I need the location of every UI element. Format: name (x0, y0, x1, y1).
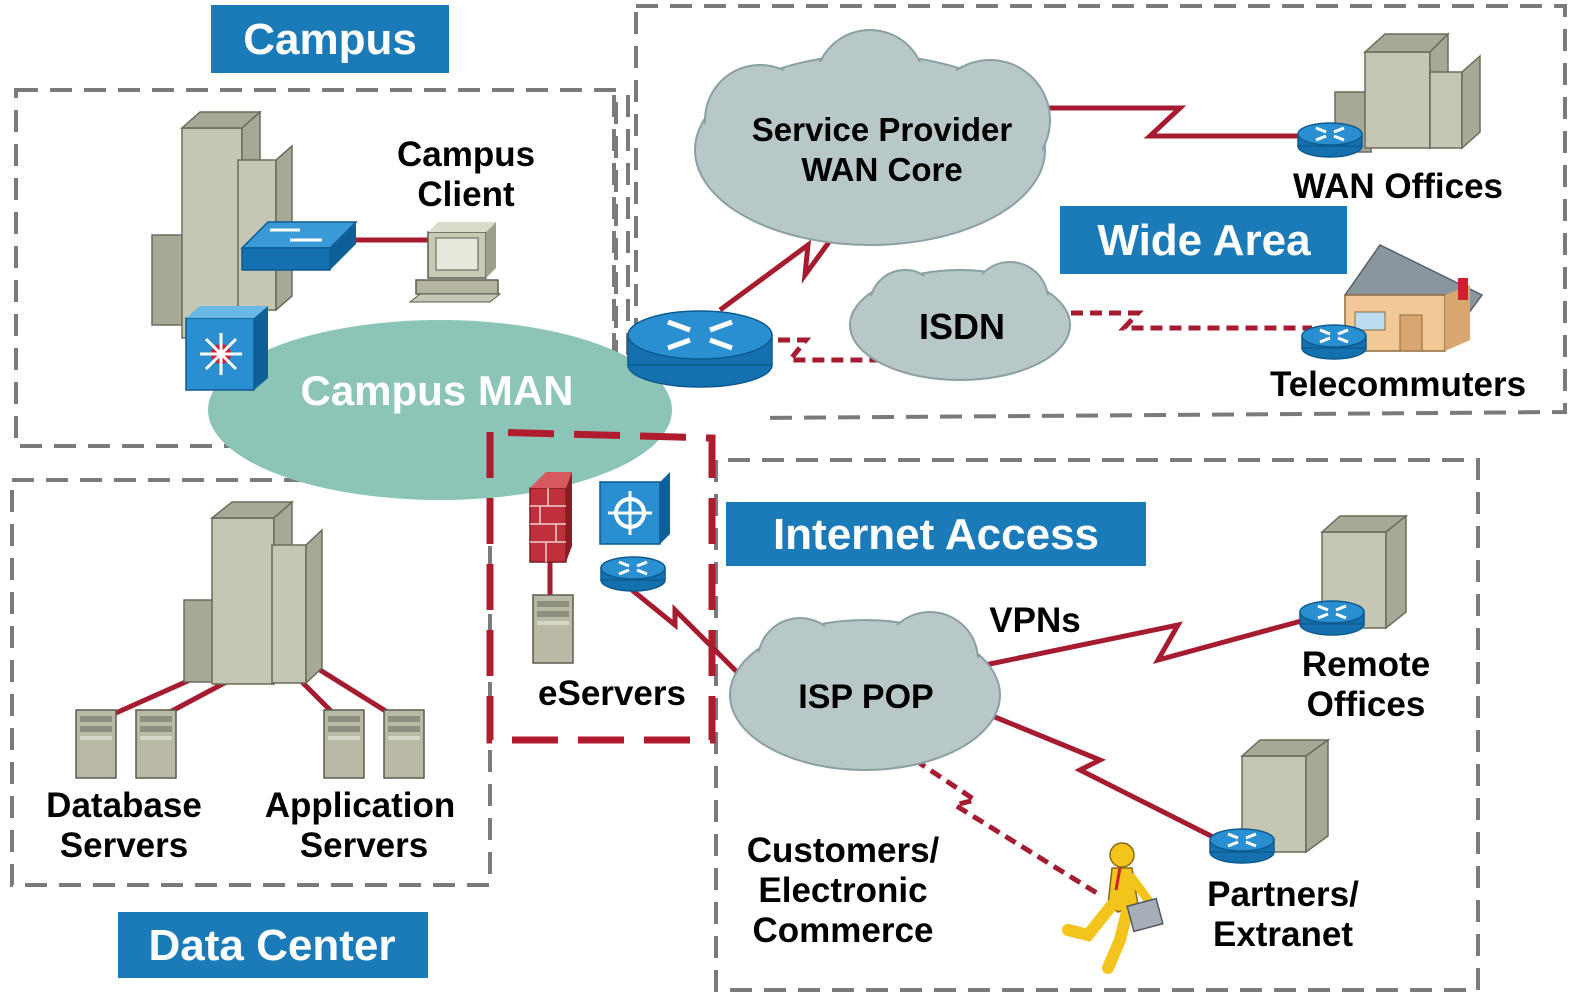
database-servers-label-2: Servers (60, 826, 188, 865)
campus-client-label-1: Campus (397, 135, 535, 174)
isp-pop-cloud (729, 611, 1001, 771)
isdn-cloud (849, 261, 1071, 381)
sp-wan-core-label-2: WAN Core (801, 151, 962, 188)
remote-offices-label-2: Offices (1307, 685, 1426, 724)
partners-label-2: Extranet (1213, 915, 1353, 954)
isp-pop-to-partners (989, 712, 1217, 841)
wan-offices-label: WAN Offices (1293, 167, 1503, 206)
man-router-to-isdn (778, 337, 880, 363)
campus-switch-icon (240, 221, 358, 271)
application-server-1-icon (323, 709, 365, 779)
content-switch-icon (599, 472, 670, 545)
sp-wan-core-label-1: Service Provider (752, 111, 1013, 148)
wide-area-tag-label: Wide Area (1097, 216, 1311, 265)
eserver-icon (532, 594, 574, 664)
remote-offices-router-icon (1298, 599, 1366, 637)
dc-server-links (98, 667, 402, 723)
data-center-tag (118, 912, 428, 978)
isp-pop-to-customers (913, 757, 1102, 898)
partners-label-1: Partners/ (1207, 875, 1359, 914)
remote-offices-label-1: Remote (1302, 645, 1430, 684)
customer-person-icon (1062, 842, 1164, 974)
campus-man-label: Campus MAN (300, 367, 573, 414)
firewall-icon (529, 472, 572, 563)
campus-tag (211, 5, 449, 73)
customers-label-3: Commerce (753, 911, 934, 950)
customers-label-2: Electronic (758, 871, 927, 910)
isp-pop-label: ISP POP (798, 678, 933, 716)
partners-router-icon (1208, 827, 1276, 865)
eservers-label: eServers (538, 674, 686, 713)
man-router-to-wan-core (718, 218, 848, 313)
application-server-2-icon (383, 709, 425, 779)
data-center-building-icon (183, 500, 323, 686)
eservers-to-isp-pop (630, 588, 747, 682)
application-servers-label-1: Application (265, 786, 456, 825)
sp-wan-core-cloud (694, 29, 1051, 246)
telecommuters-label: Telecommuters (1270, 365, 1526, 404)
internet-access-tag (726, 502, 1146, 566)
internet-access-tag-label: Internet Access (773, 510, 1099, 559)
wan-core-to-wan-offices (1035, 105, 1312, 139)
isdn-label: ISDN (919, 306, 1005, 347)
data-center-zone (10, 478, 492, 887)
vpns-label: VPNs (989, 601, 1080, 640)
data-center-tag-label: Data Center (149, 921, 396, 970)
campus-man-ellipse (208, 320, 672, 500)
man-router-icon (627, 310, 773, 388)
isp-pop-to-remote-offices (984, 617, 1306, 668)
database-server-1-icon (75, 709, 117, 779)
application-servers-label-2: Servers (300, 826, 428, 865)
campus-client-label-2: Client (417, 175, 515, 214)
eservers-router-icon (599, 555, 667, 593)
wan-offices-router-icon (1296, 121, 1364, 159)
campus-client-pc-icon (408, 222, 502, 303)
customers-label-1: Customers/ (747, 831, 940, 870)
layer3-switch-icon (185, 306, 268, 391)
campus-tag-label: Campus (243, 15, 417, 64)
database-server-2-icon (135, 709, 177, 779)
campus-zone (14, 88, 618, 448)
wide-area-tag (1060, 206, 1347, 274)
isdn-to-telecommuters (1052, 310, 1312, 331)
database-servers-label-1: Database (46, 786, 202, 825)
eservers-dmz (486, 428, 716, 744)
telecommuter-router-icon (1300, 323, 1368, 361)
internet-access-zone (714, 458, 1480, 992)
